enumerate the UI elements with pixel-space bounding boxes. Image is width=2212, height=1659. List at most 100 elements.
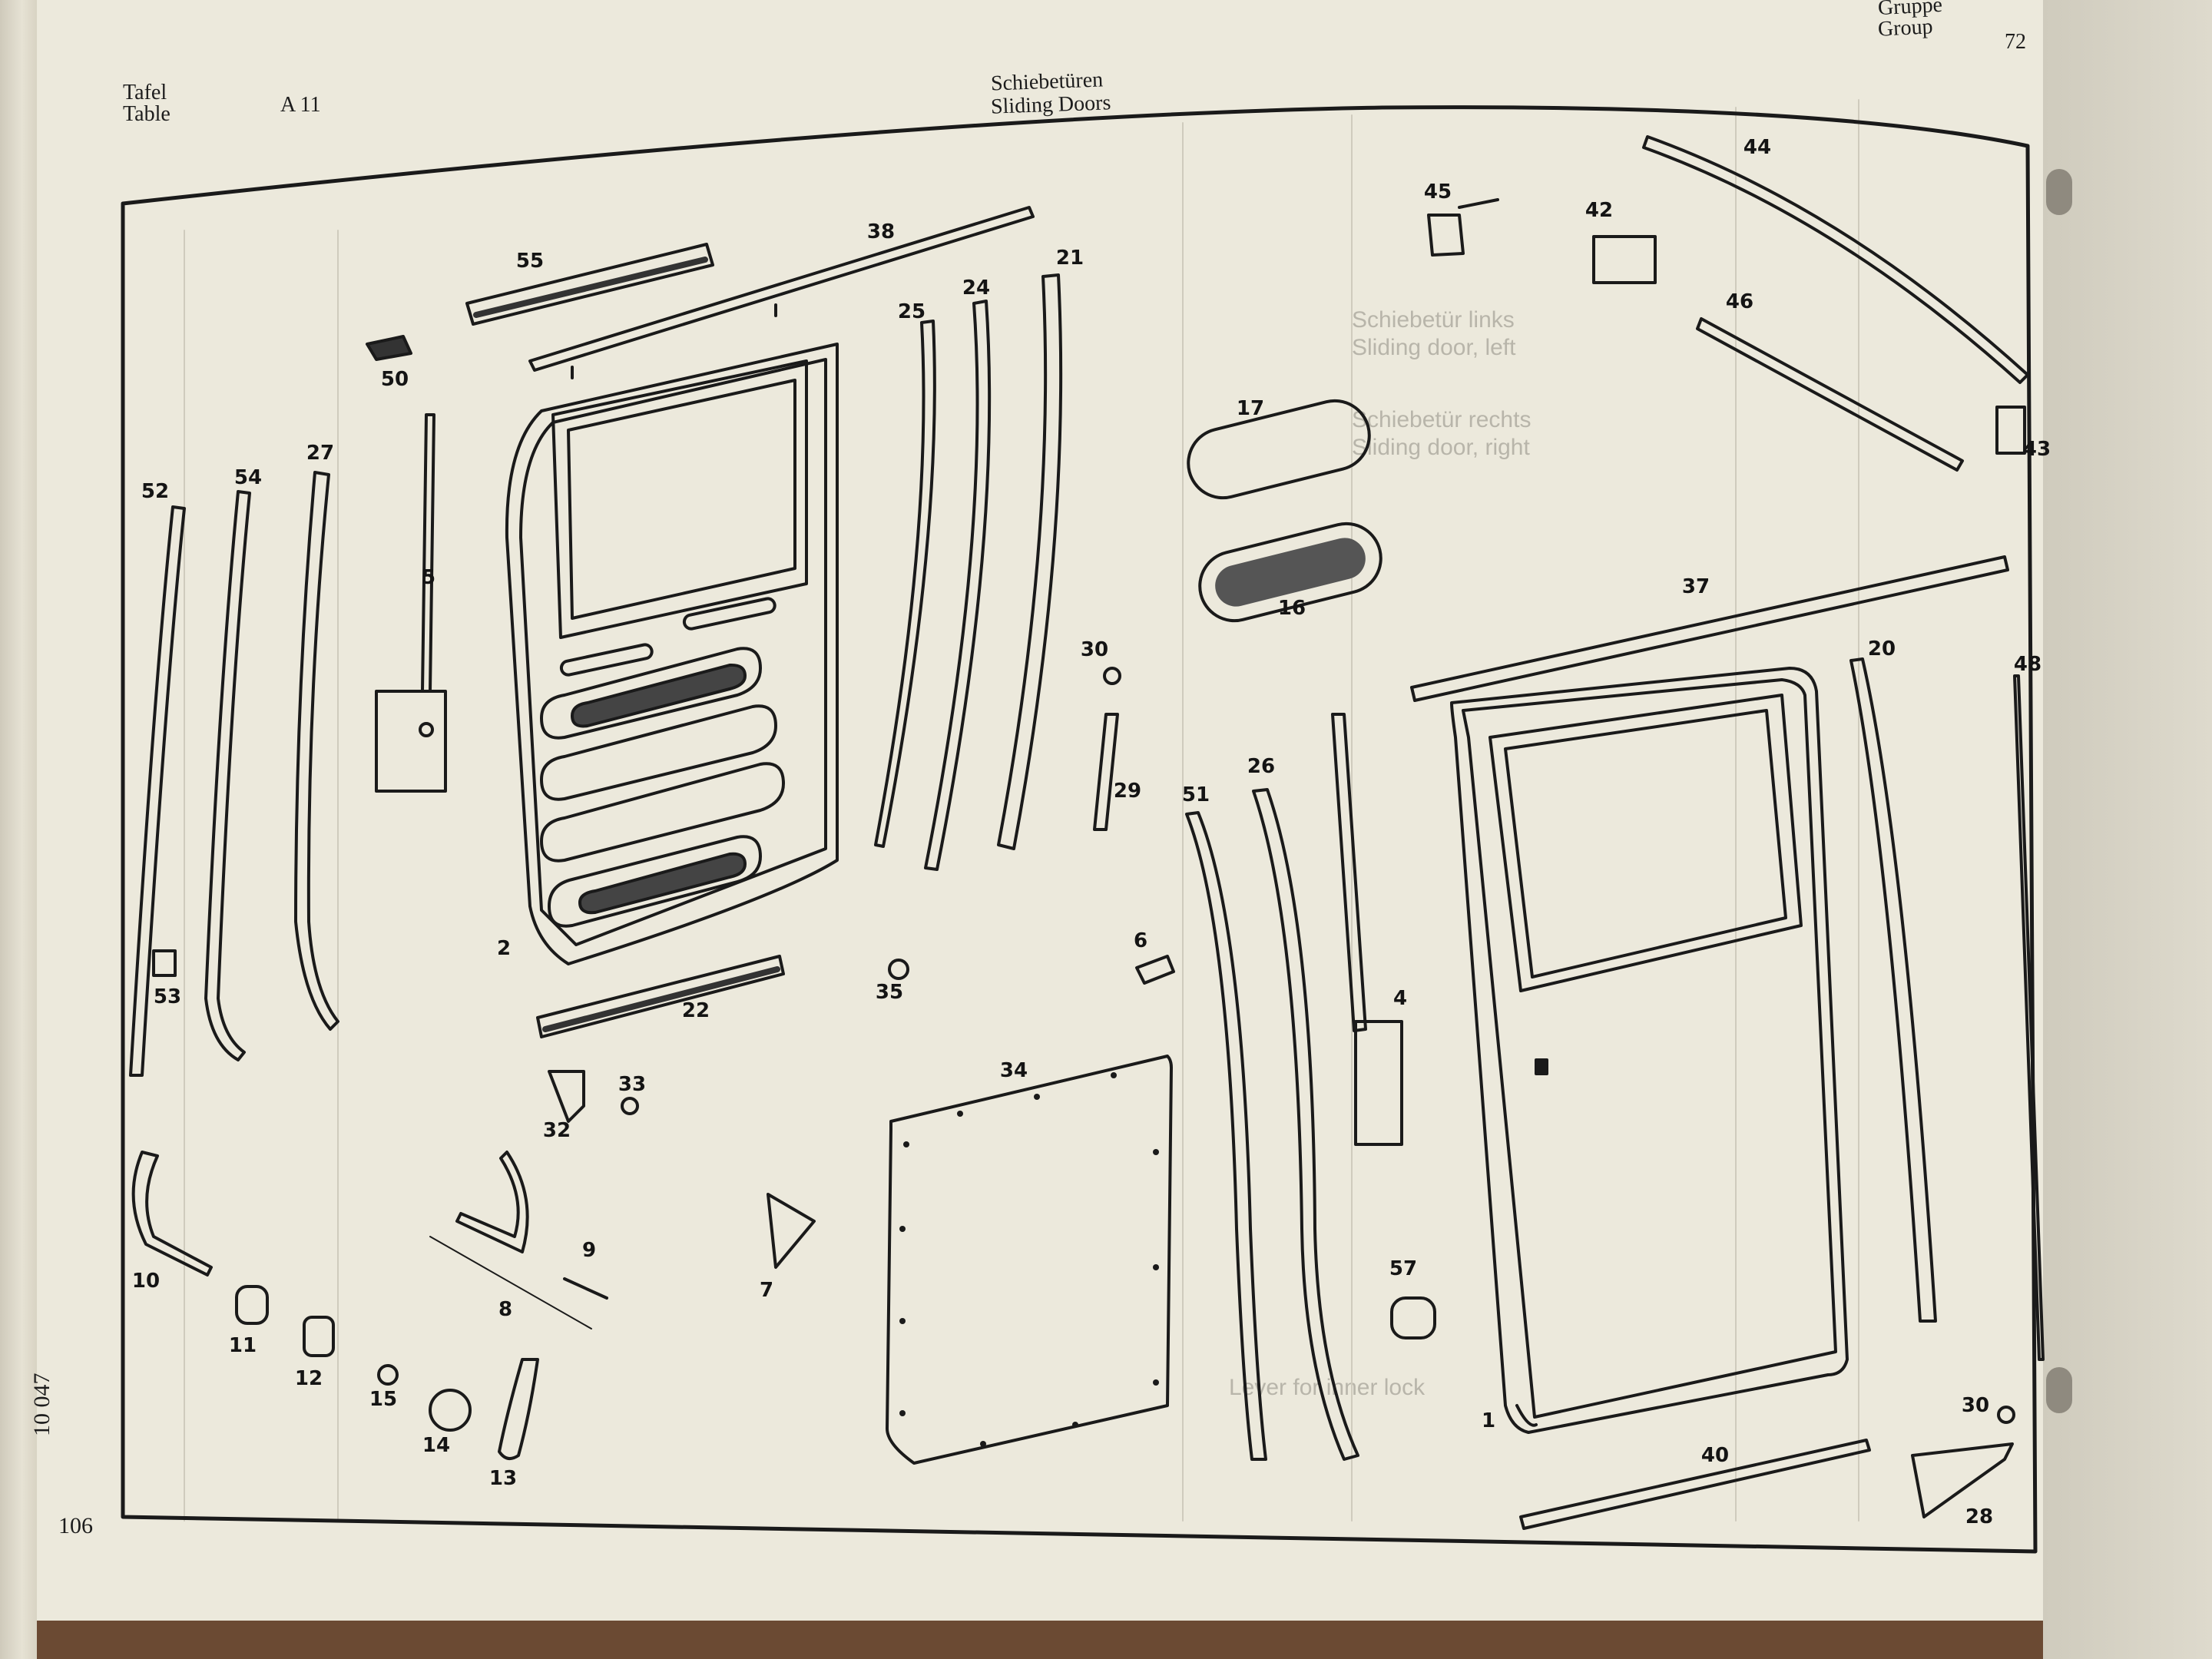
callout-52: 52 bbox=[141, 480, 170, 503]
callout-7: 7 bbox=[759, 1279, 774, 1302]
callout-48: 48 bbox=[2013, 653, 2042, 676]
show-through-text: Sliding door, right bbox=[1352, 435, 1530, 460]
door-inner-panel bbox=[505, 343, 839, 965]
seal-strip-51 bbox=[1185, 811, 1267, 1461]
upper-rail bbox=[528, 206, 1035, 372]
callout-55: 55 bbox=[515, 250, 545, 273]
callout-43: 43 bbox=[2022, 438, 2051, 461]
escutcheon-12 bbox=[303, 1316, 335, 1357]
nut-33 bbox=[621, 1097, 639, 1115]
binder-hole bbox=[2046, 169, 2072, 215]
vent-cover-17 bbox=[1187, 399, 1371, 500]
handle-13 bbox=[498, 1358, 539, 1460]
rail-37 bbox=[1410, 555, 2009, 702]
lock-box-4 bbox=[1354, 1020, 1403, 1146]
show-through-text: Lever for inner lock bbox=[1229, 1375, 1426, 1400]
callout-53: 53 bbox=[153, 985, 182, 1008]
diagram-frame bbox=[121, 105, 2038, 1554]
callout-27: 27 bbox=[306, 442, 335, 465]
seal-strip-52 bbox=[129, 505, 186, 1077]
callout-42: 42 bbox=[1584, 199, 1614, 222]
seal-strip-20 bbox=[1849, 657, 1937, 1323]
guide-strip-24 bbox=[924, 300, 992, 871]
tafel-label: Tafel bbox=[123, 81, 167, 104]
callout-57: 57 bbox=[1389, 1257, 1418, 1280]
bracket-7 bbox=[767, 1193, 816, 1269]
page-binding bbox=[0, 0, 37, 1659]
escutcheon-11 bbox=[235, 1285, 269, 1325]
callout-51: 51 bbox=[1181, 783, 1210, 806]
callout-11: 11 bbox=[228, 1334, 257, 1357]
callout-28: 28 bbox=[1965, 1505, 1994, 1528]
show-through-text: Schiebetür links bbox=[1352, 307, 1515, 333]
bracket-28 bbox=[1911, 1442, 2014, 1518]
pin-35 bbox=[888, 959, 909, 980]
trim-panel-34 bbox=[886, 1055, 1173, 1465]
callout-4: 4 bbox=[1392, 987, 1408, 1010]
ruled-lines bbox=[184, 99, 1859, 1522]
callout-30-right: 30 bbox=[1961, 1394, 1990, 1417]
callout-29: 29 bbox=[1113, 780, 1142, 803]
callout-54: 54 bbox=[233, 466, 263, 489]
guide-strip-21 bbox=[997, 273, 1063, 850]
group-number: 72 bbox=[2005, 30, 2026, 54]
callout-22: 22 bbox=[681, 999, 710, 1022]
callout-37: 37 bbox=[1681, 575, 1710, 598]
vent-cover-16 bbox=[1198, 522, 1382, 623]
callout-20: 20 bbox=[1867, 637, 1896, 661]
buffer-57 bbox=[1390, 1296, 1436, 1339]
callout-5: 5 bbox=[421, 566, 436, 589]
callout-35: 35 bbox=[875, 981, 904, 1004]
callout-34: 34 bbox=[999, 1059, 1028, 1082]
show-through-text: Schiebetür rechts bbox=[1352, 407, 1532, 432]
callout-14: 14 bbox=[422, 1434, 451, 1457]
callout-25: 25 bbox=[897, 300, 926, 323]
lock-cylinder bbox=[419, 722, 434, 737]
knob-14 bbox=[429, 1389, 472, 1432]
callout-44: 44 bbox=[1743, 136, 1772, 159]
callout-15: 15 bbox=[369, 1388, 398, 1411]
brush-strip-top bbox=[465, 243, 714, 326]
roller-6 bbox=[1135, 955, 1175, 985]
callout-8: 8 bbox=[498, 1298, 513, 1321]
callout-45: 45 bbox=[1423, 180, 1452, 204]
callout-38: 38 bbox=[866, 220, 896, 243]
guide-rod-48 bbox=[2013, 674, 2045, 1361]
spacer-30 bbox=[1103, 667, 1121, 685]
callout-9: 9 bbox=[581, 1239, 597, 1262]
handle-8 bbox=[455, 1151, 529, 1253]
bracket-32 bbox=[548, 1070, 585, 1123]
callout-6: 6 bbox=[1133, 929, 1148, 952]
callout-21: 21 bbox=[1055, 247, 1084, 270]
callout-30: 30 bbox=[1080, 638, 1109, 661]
callout-40: 40 bbox=[1700, 1444, 1730, 1467]
callout-13: 13 bbox=[488, 1467, 518, 1490]
seal-strip-54 bbox=[204, 490, 251, 1061]
rail-46 bbox=[1696, 317, 1964, 472]
bracket-43 bbox=[1995, 406, 2026, 455]
callout-24: 24 bbox=[962, 276, 991, 300]
curved-rail-44 bbox=[1642, 135, 2029, 384]
spacer-30-right bbox=[1997, 1406, 2015, 1424]
brush-strip-bottom bbox=[536, 955, 785, 1038]
seal-strip-27 bbox=[294, 471, 339, 1031]
seal-strip-26 bbox=[1252, 788, 1359, 1461]
pin-45 bbox=[1458, 198, 1499, 209]
rail-40 bbox=[1519, 1439, 1871, 1530]
binder-hole bbox=[2046, 1367, 2072, 1413]
screw-9 bbox=[563, 1277, 608, 1300]
lock-rod-4 bbox=[1331, 713, 1367, 1032]
lock-box bbox=[375, 690, 447, 793]
callout-17: 17 bbox=[1236, 397, 1265, 420]
callout-32: 32 bbox=[542, 1119, 571, 1142]
bracket-42 bbox=[1592, 235, 1657, 284]
callout-33: 33 bbox=[618, 1073, 647, 1096]
clip-50 bbox=[366, 335, 412, 361]
callout-46: 46 bbox=[1725, 290, 1754, 313]
show-through-text: Sliding door, left bbox=[1352, 335, 1516, 360]
callout-26: 26 bbox=[1247, 755, 1276, 778]
table-label: Table bbox=[123, 102, 171, 126]
callout-12: 12 bbox=[294, 1367, 323, 1390]
callout-16: 16 bbox=[1277, 597, 1306, 620]
